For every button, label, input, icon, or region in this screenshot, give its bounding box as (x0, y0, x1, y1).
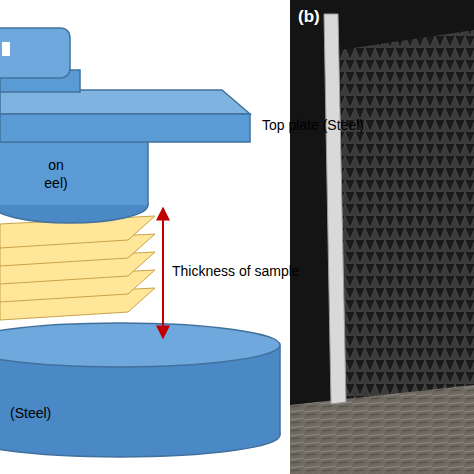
piston-cylinder (0, 140, 148, 223)
part-label: Top plate (Steel) (262, 116, 467, 134)
part-label: (Steel) (10, 404, 90, 422)
part-label-box: on eel) (36, 156, 76, 192)
part-label-box: (Steel) (10, 404, 90, 422)
dimension-label: Thickness of sample (172, 262, 300, 280)
part-label: on eel) (36, 156, 76, 192)
base-cylinder (0, 323, 280, 457)
chamber-photo (290, 0, 474, 474)
thickness-arrow (162, 208, 164, 338)
panel-letter: (b) (298, 8, 320, 26)
top-plate (0, 90, 250, 142)
sample-sheets (0, 216, 155, 320)
part-label-box: Top plate (Steel) (262, 116, 467, 134)
press-head (0, 28, 80, 92)
